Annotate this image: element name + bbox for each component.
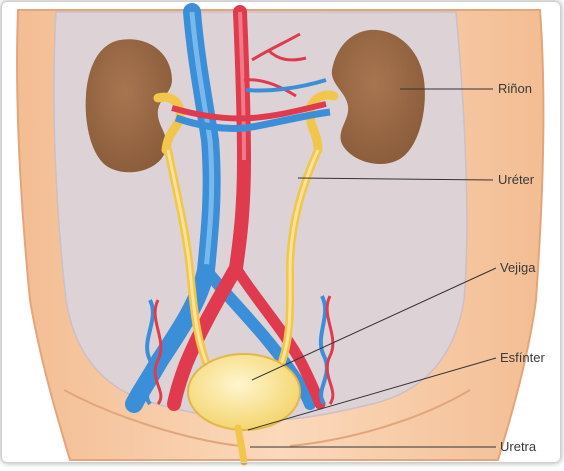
ureter-label: Uréter [498,173,534,187]
right-kidney [332,30,425,164]
kidney-label: Riñon [498,82,532,96]
left-kidney [86,39,172,172]
urethra-label: Uretra [500,440,536,454]
sphincter-label: Esfínter [500,351,545,365]
bladder-label: Vejiga [500,261,535,275]
